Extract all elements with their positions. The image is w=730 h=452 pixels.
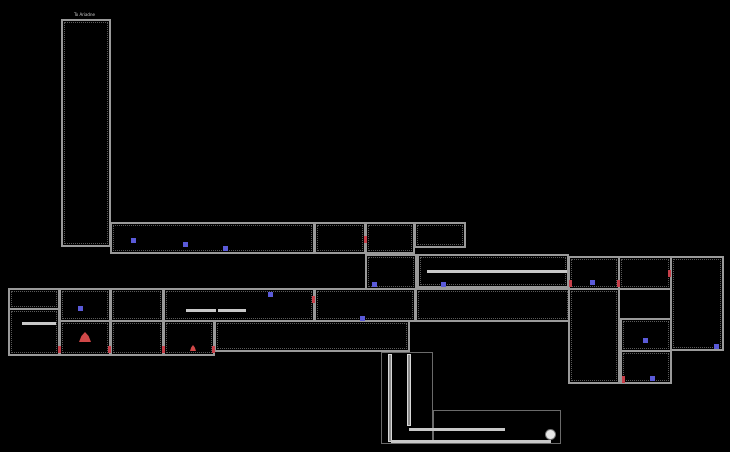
room-a1 xyxy=(59,288,111,322)
room-west-top xyxy=(8,288,60,310)
platform xyxy=(409,428,505,431)
save-point-icon xyxy=(268,292,273,297)
door-icon xyxy=(58,346,61,353)
room-long-middle xyxy=(163,288,315,322)
save-point-icon xyxy=(372,282,377,287)
platform xyxy=(218,309,246,312)
door-icon xyxy=(617,280,620,287)
room-a3 xyxy=(110,320,164,356)
room-e3 xyxy=(670,256,724,351)
room-a4 xyxy=(163,320,215,356)
door-icon xyxy=(622,376,625,383)
door-icon xyxy=(212,346,215,353)
door-icon xyxy=(668,270,671,277)
room-upper-far xyxy=(414,222,466,248)
exit-label: To Ariadne xyxy=(74,12,95,17)
platform xyxy=(391,440,551,443)
save-point-icon xyxy=(643,338,648,343)
shaft-descent xyxy=(381,352,433,444)
shaft-wall xyxy=(388,354,392,442)
door-icon xyxy=(364,236,367,243)
room-e2 xyxy=(618,256,672,290)
save-point-icon xyxy=(441,282,446,287)
save-point-icon xyxy=(131,238,136,243)
door-icon xyxy=(162,346,165,353)
door-icon xyxy=(312,296,315,303)
corridor-lower xyxy=(214,320,410,352)
end-room xyxy=(433,410,561,444)
platform xyxy=(427,270,567,273)
shaft-wall xyxy=(407,354,411,426)
save-point-icon xyxy=(360,316,365,321)
room-upper-mid xyxy=(314,222,366,254)
room-e5 xyxy=(620,318,672,352)
boss-marker-icon xyxy=(79,332,91,342)
room-e6 xyxy=(620,350,672,384)
room-west-bottom xyxy=(8,308,60,356)
save-point-icon xyxy=(78,306,83,311)
save-point-icon xyxy=(650,376,655,381)
end-marker-icon xyxy=(545,429,556,440)
platform xyxy=(186,309,216,312)
save-point-icon xyxy=(714,344,719,349)
save-point-icon xyxy=(590,280,595,285)
room-mid-east xyxy=(314,288,416,322)
room-e4 xyxy=(568,288,620,384)
platform xyxy=(22,322,56,325)
door-icon xyxy=(108,346,111,353)
vertical-shaft xyxy=(61,19,111,247)
enemy-marker-icon xyxy=(190,345,196,351)
room-upper-west xyxy=(110,222,315,254)
room-a2 xyxy=(110,288,164,322)
save-point-icon xyxy=(223,246,228,251)
door-icon xyxy=(569,280,572,287)
room-upper-east xyxy=(365,222,415,254)
save-point-icon xyxy=(183,242,188,247)
room-long-east-lower xyxy=(415,288,571,322)
